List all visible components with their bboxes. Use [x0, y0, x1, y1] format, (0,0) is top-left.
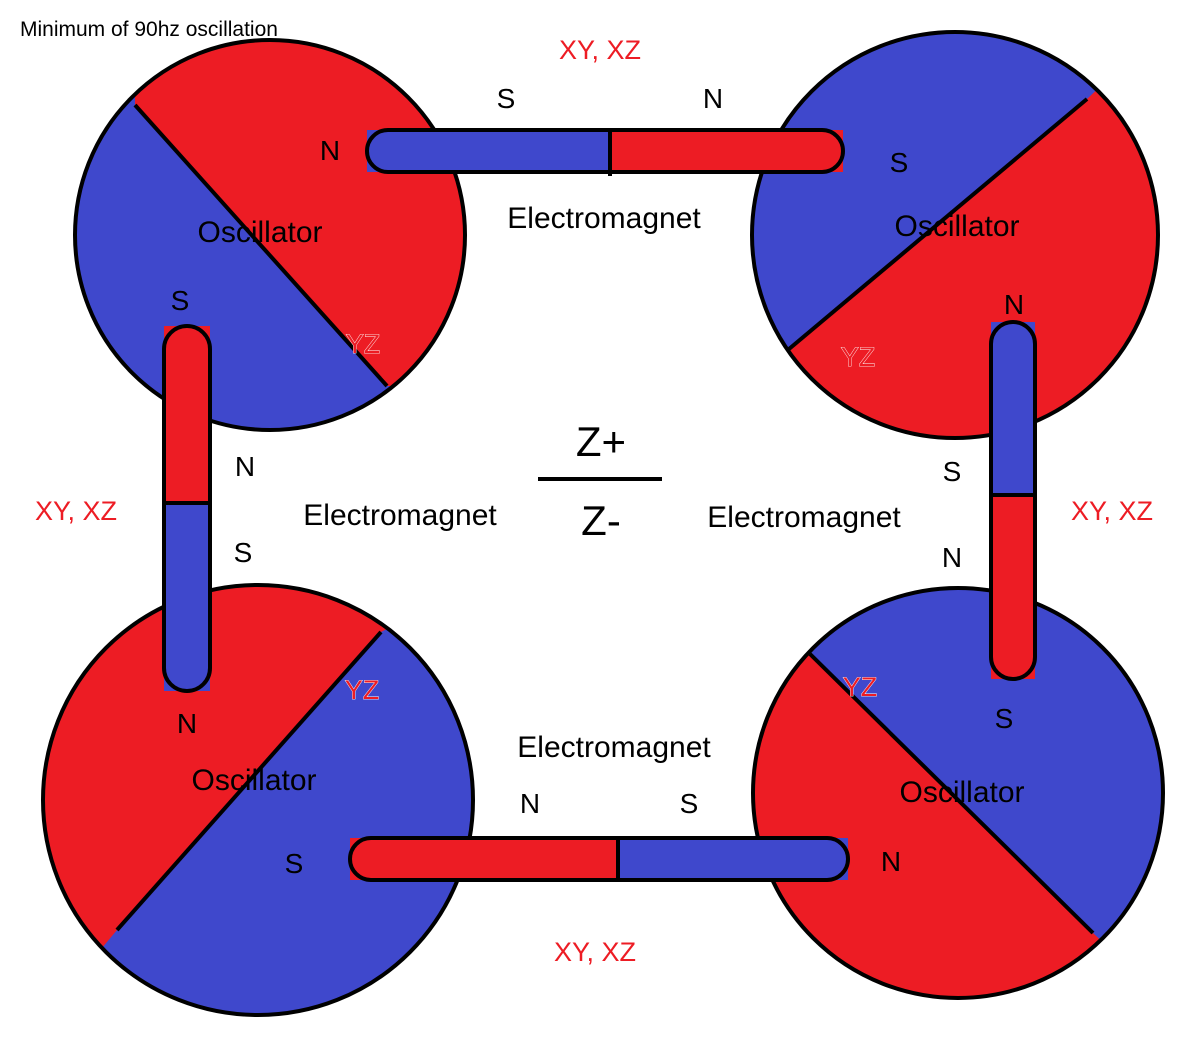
oscillator-outline [750, 30, 1160, 440]
north-segment [991, 495, 1035, 679]
electromagnet-top-pole-right: N [703, 83, 723, 114]
electromagnet-planes-top: XY, XZ [559, 35, 641, 65]
oscillator-label-top-right: Oscillator [894, 210, 1019, 243]
pole-bottom-right-s: S [995, 703, 1014, 734]
oscillator-outline [751, 586, 1165, 1000]
electromagnet-top-pole-left: S [497, 83, 516, 114]
north-half [753, 588, 1163, 998]
pole-top-left-s: S [171, 285, 190, 316]
pole-bottom-right-n: N [881, 846, 901, 877]
electromagnet-label-bottom: Electromagnet [517, 731, 711, 764]
electromagnet-right [989, 320, 1037, 681]
south-segment [991, 322, 1035, 495]
pole-top-right-s: S [890, 147, 909, 178]
electromagnet-planes-bottom: XY, XZ [554, 937, 636, 967]
north-segment [350, 838, 618, 880]
plane-label-top-left: YZ [346, 329, 381, 359]
north-segment [164, 326, 210, 503]
electromagnet-left-pole-bottom: S [234, 537, 253, 568]
electromagnet-bottom [348, 836, 850, 882]
pole-top-left-n: N [320, 135, 340, 166]
oscillator-outline [41, 583, 475, 1017]
oscillator-label-bottom-right: Oscillator [899, 776, 1024, 809]
north-half [752, 32, 1158, 438]
pole-divider [808, 652, 1095, 935]
south-segment [618, 838, 848, 880]
electromagnet-outline [348, 836, 850, 882]
plane-label-bottom-left: YZ [345, 675, 380, 705]
electromagnet-planes-left: XY, XZ [35, 496, 117, 526]
oscillator-bottom-left [41, 583, 475, 1017]
electromagnet-label-top: Electromagnet [507, 202, 701, 235]
plane-label-top-right: YZ [841, 342, 876, 372]
pole-bottom-left-s: S [285, 848, 304, 879]
electromagnet-right-pole-bottom: N [942, 542, 962, 573]
oscillator-bottom-right [751, 586, 1165, 1000]
electromagnet-outline [365, 128, 845, 174]
electromagnet-planes-right: XY, XZ [1071, 496, 1153, 526]
oscillator-label-top-left: Oscillator [197, 216, 322, 249]
electromagnet-bottom-pole-right: S [680, 788, 699, 819]
north-segment [610, 130, 843, 172]
electromagnet-left [162, 324, 212, 693]
pole-divider [133, 103, 389, 388]
electromagnet-left-pole-top: N [235, 451, 255, 482]
oscillator-outline [73, 38, 467, 432]
electromagnet-right-pole-top: S [943, 456, 962, 487]
plane-label-bottom-right: YZ [843, 672, 878, 702]
z-minus-label: Z- [581, 497, 621, 544]
north-half [135, 40, 465, 386]
oscillator-top-right [750, 30, 1160, 440]
oscillator-top-left [73, 38, 467, 432]
pole-bottom-left-n: N [177, 708, 197, 739]
south-segment [164, 503, 210, 691]
electromagnet-outline [162, 324, 212, 693]
oscillator-label-bottom-left: Oscillator [191, 764, 316, 797]
pole-divider [787, 97, 1089, 351]
pole-top-right-n: N [1004, 289, 1024, 320]
electromagnet-outline [989, 320, 1037, 681]
south-half [43, 585, 473, 1015]
electromagnet-label-left: Electromagnet [303, 499, 497, 532]
electromagnet-bottom-pole-left: N [520, 788, 540, 819]
south-segment [367, 130, 610, 172]
electromagnet-top [365, 128, 845, 176]
z-plus-label: Z+ [576, 418, 626, 465]
electromagnet-label-right: Electromagnet [707, 501, 901, 534]
pole-divider [115, 630, 383, 932]
oscillation-note: Minimum of 90hz oscillation [20, 18, 278, 41]
